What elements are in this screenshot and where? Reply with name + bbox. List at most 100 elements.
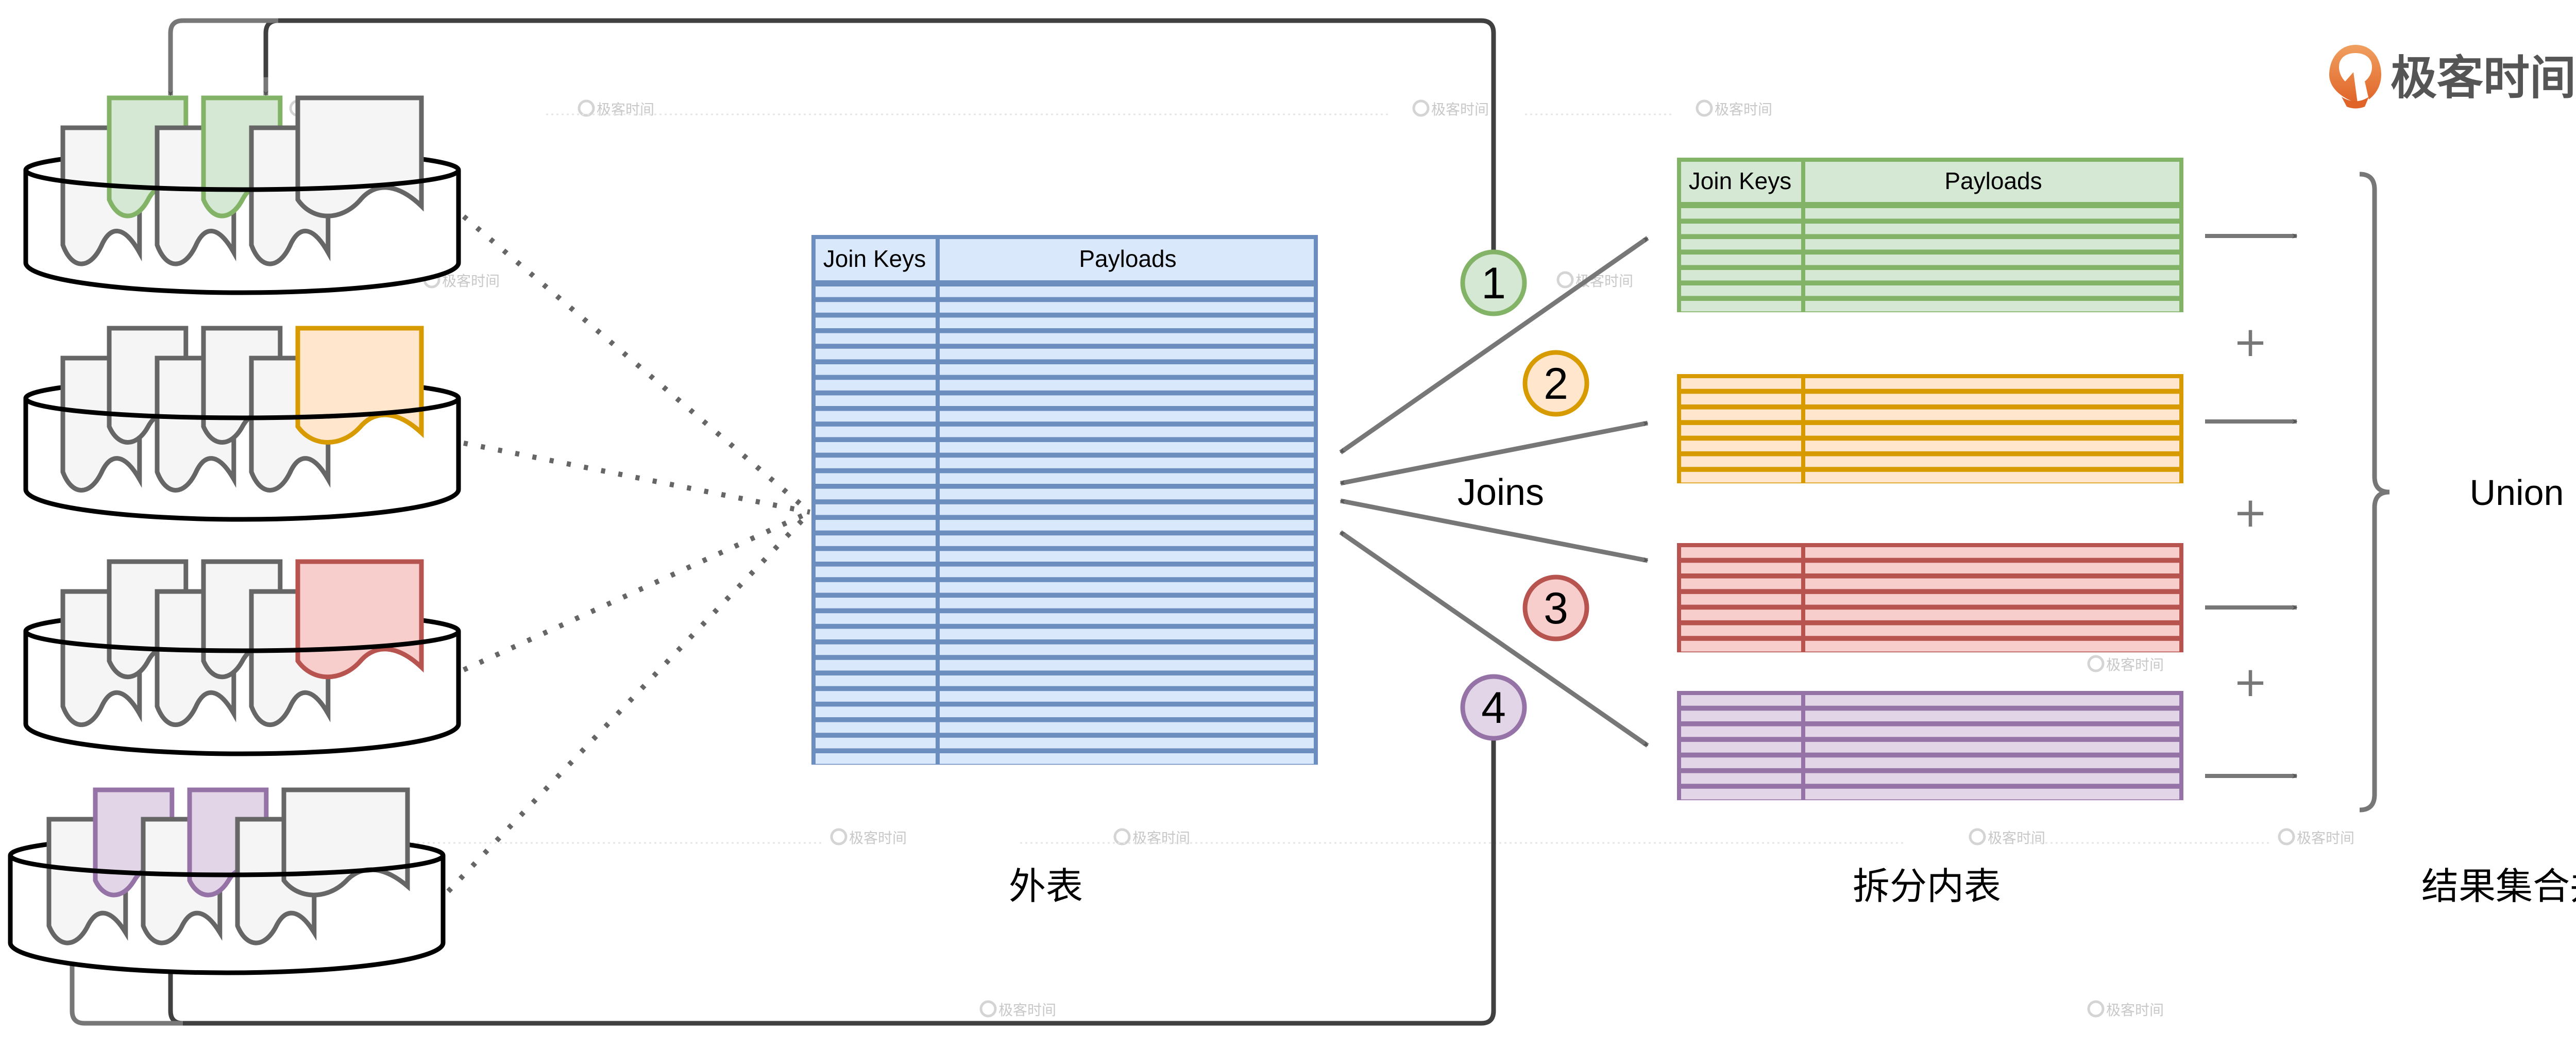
watermark: 极客时间	[1969, 828, 2045, 847]
table-row-key-cell	[816, 582, 936, 593]
table-row-payload-cell	[940, 411, 1314, 422]
table-row-key-cell	[1681, 239, 1801, 250]
table-row-key-cell	[816, 706, 936, 717]
table-row-key-cell	[1681, 208, 1801, 219]
table-row-payload-cell	[940, 753, 1314, 764]
table-row-key-cell	[816, 566, 936, 578]
table-row-key-cell	[1681, 563, 1801, 573]
join-arrow	[1339, 530, 1649, 748]
table-row-key-cell	[816, 364, 936, 375]
table-row-payload-cell	[1805, 625, 2179, 636]
table-row-key-cell	[816, 458, 936, 468]
table-row-payload-cell	[940, 488, 1314, 500]
storage-cylinder	[8, 787, 446, 975]
watermark-text: 极客时间	[849, 830, 907, 847]
table-row-payload-cell	[940, 426, 1314, 437]
watermark: 极客时间	[2087, 655, 2164, 673]
watermark: 极客时间	[2087, 1000, 2164, 1019]
table-row-key-cell	[816, 629, 936, 639]
table-row-payload-cell	[940, 691, 1314, 702]
table-row-key-cell	[816, 737, 936, 749]
table-row-key-cell	[1681, 425, 1801, 436]
table-row-key-cell	[1681, 301, 1801, 312]
table-row-key-cell	[1681, 224, 1801, 234]
table-row-payload-cell	[1805, 594, 2179, 605]
union-label: Union	[2470, 472, 2564, 513]
table-row-key-cell	[1681, 285, 1801, 296]
join-arrows	[1339, 236, 1649, 748]
watermark-text: 极客时间	[1132, 830, 1190, 847]
union-section: +++	[2205, 172, 2390, 813]
table-row-payload-cell	[940, 458, 1314, 468]
step-badge-number: 1	[1481, 259, 1506, 308]
inner-table-3	[1677, 543, 2183, 653]
join-arrow	[1339, 236, 1649, 454]
step-badge-circle	[1460, 674, 1527, 741]
column-header-join-keys: Join Keys	[1689, 167, 1791, 194]
step-badge-circle	[1522, 350, 1589, 417]
table-row-key-cell	[816, 520, 936, 531]
table-row-key-cell	[816, 613, 936, 624]
watermark-icon	[1412, 99, 1430, 117]
step-badge-number: 4	[1481, 683, 1506, 733]
geektime-pin-icon	[2329, 45, 2381, 109]
cylinder-rim	[23, 631, 461, 653]
table-row-payload-cell	[940, 660, 1314, 671]
table-row-key-cell	[1681, 547, 1801, 558]
table-row-payload-cell	[1805, 741, 2179, 753]
table-row-payload-cell	[1805, 547, 2179, 558]
watermark-icon	[830, 828, 848, 846]
table-row-key-cell	[1681, 594, 1801, 605]
table-row-key-cell	[816, 348, 936, 360]
table-row-key-cell	[1681, 695, 1801, 706]
table-row-key-cell	[1681, 471, 1801, 483]
table-row-payload-cell	[940, 706, 1314, 717]
table-row-payload-cell	[1805, 239, 2179, 250]
inner-table-1: Join Keys Payloads	[1677, 158, 2183, 312]
table-row-key-cell	[816, 753, 936, 764]
inner-table-4	[1677, 691, 2183, 801]
table-row-key-cell	[816, 317, 936, 328]
table-row-key-cell	[816, 691, 936, 702]
table-row-payload-cell	[940, 317, 1314, 328]
table-row-key-cell	[1681, 270, 1801, 281]
table-row-key-cell	[816, 380, 936, 391]
watermark: 极客时间	[1113, 828, 1190, 847]
table-row-key-cell	[816, 302, 936, 313]
table-row-key-cell	[816, 675, 936, 686]
logo-text: 极客时间	[2391, 51, 2576, 105]
union-brace	[2359, 172, 2390, 813]
table-row-payload-cell	[940, 442, 1314, 453]
joins-label: Joins	[1458, 472, 1544, 513]
table-row-key-cell	[1681, 625, 1801, 636]
table-row-payload-cell	[1805, 208, 2179, 219]
watermark-icon	[1969, 828, 1986, 846]
plus-sign: +	[2233, 658, 2267, 706]
table-row-payload-cell	[940, 613, 1314, 624]
table-row-payload-cell	[940, 737, 1314, 749]
inner-tables-label: 拆分内表	[1853, 865, 2001, 908]
table-row-payload-cell	[940, 504, 1314, 515]
table-row-key-cell	[816, 722, 936, 733]
table-row-key-cell	[1681, 578, 1801, 589]
table-row-payload-cell	[940, 286, 1314, 297]
inner-tables: Join Keys Payloads	[1677, 158, 2183, 801]
table-row-key-cell	[1681, 409, 1801, 420]
cylinder-rim	[23, 170, 461, 192]
watermark-text: 极客时间	[2106, 656, 2164, 673]
table-row-key-cell	[1681, 788, 1801, 800]
step-badge-circle	[1522, 574, 1589, 641]
watermark-icon	[578, 99, 595, 117]
table-row-key-cell	[816, 644, 936, 655]
table-row-key-cell	[816, 333, 936, 344]
table-row-payload-cell	[1805, 757, 2179, 768]
column-header-payloads: Payloads	[1944, 167, 2042, 194]
table-row-key-cell	[816, 660, 936, 671]
table-row-payload-cell	[1805, 563, 2179, 573]
table-row-payload-cell	[940, 644, 1314, 655]
watermark-text: 极客时间	[998, 1002, 1056, 1019]
plus-sign: +	[2233, 488, 2267, 536]
